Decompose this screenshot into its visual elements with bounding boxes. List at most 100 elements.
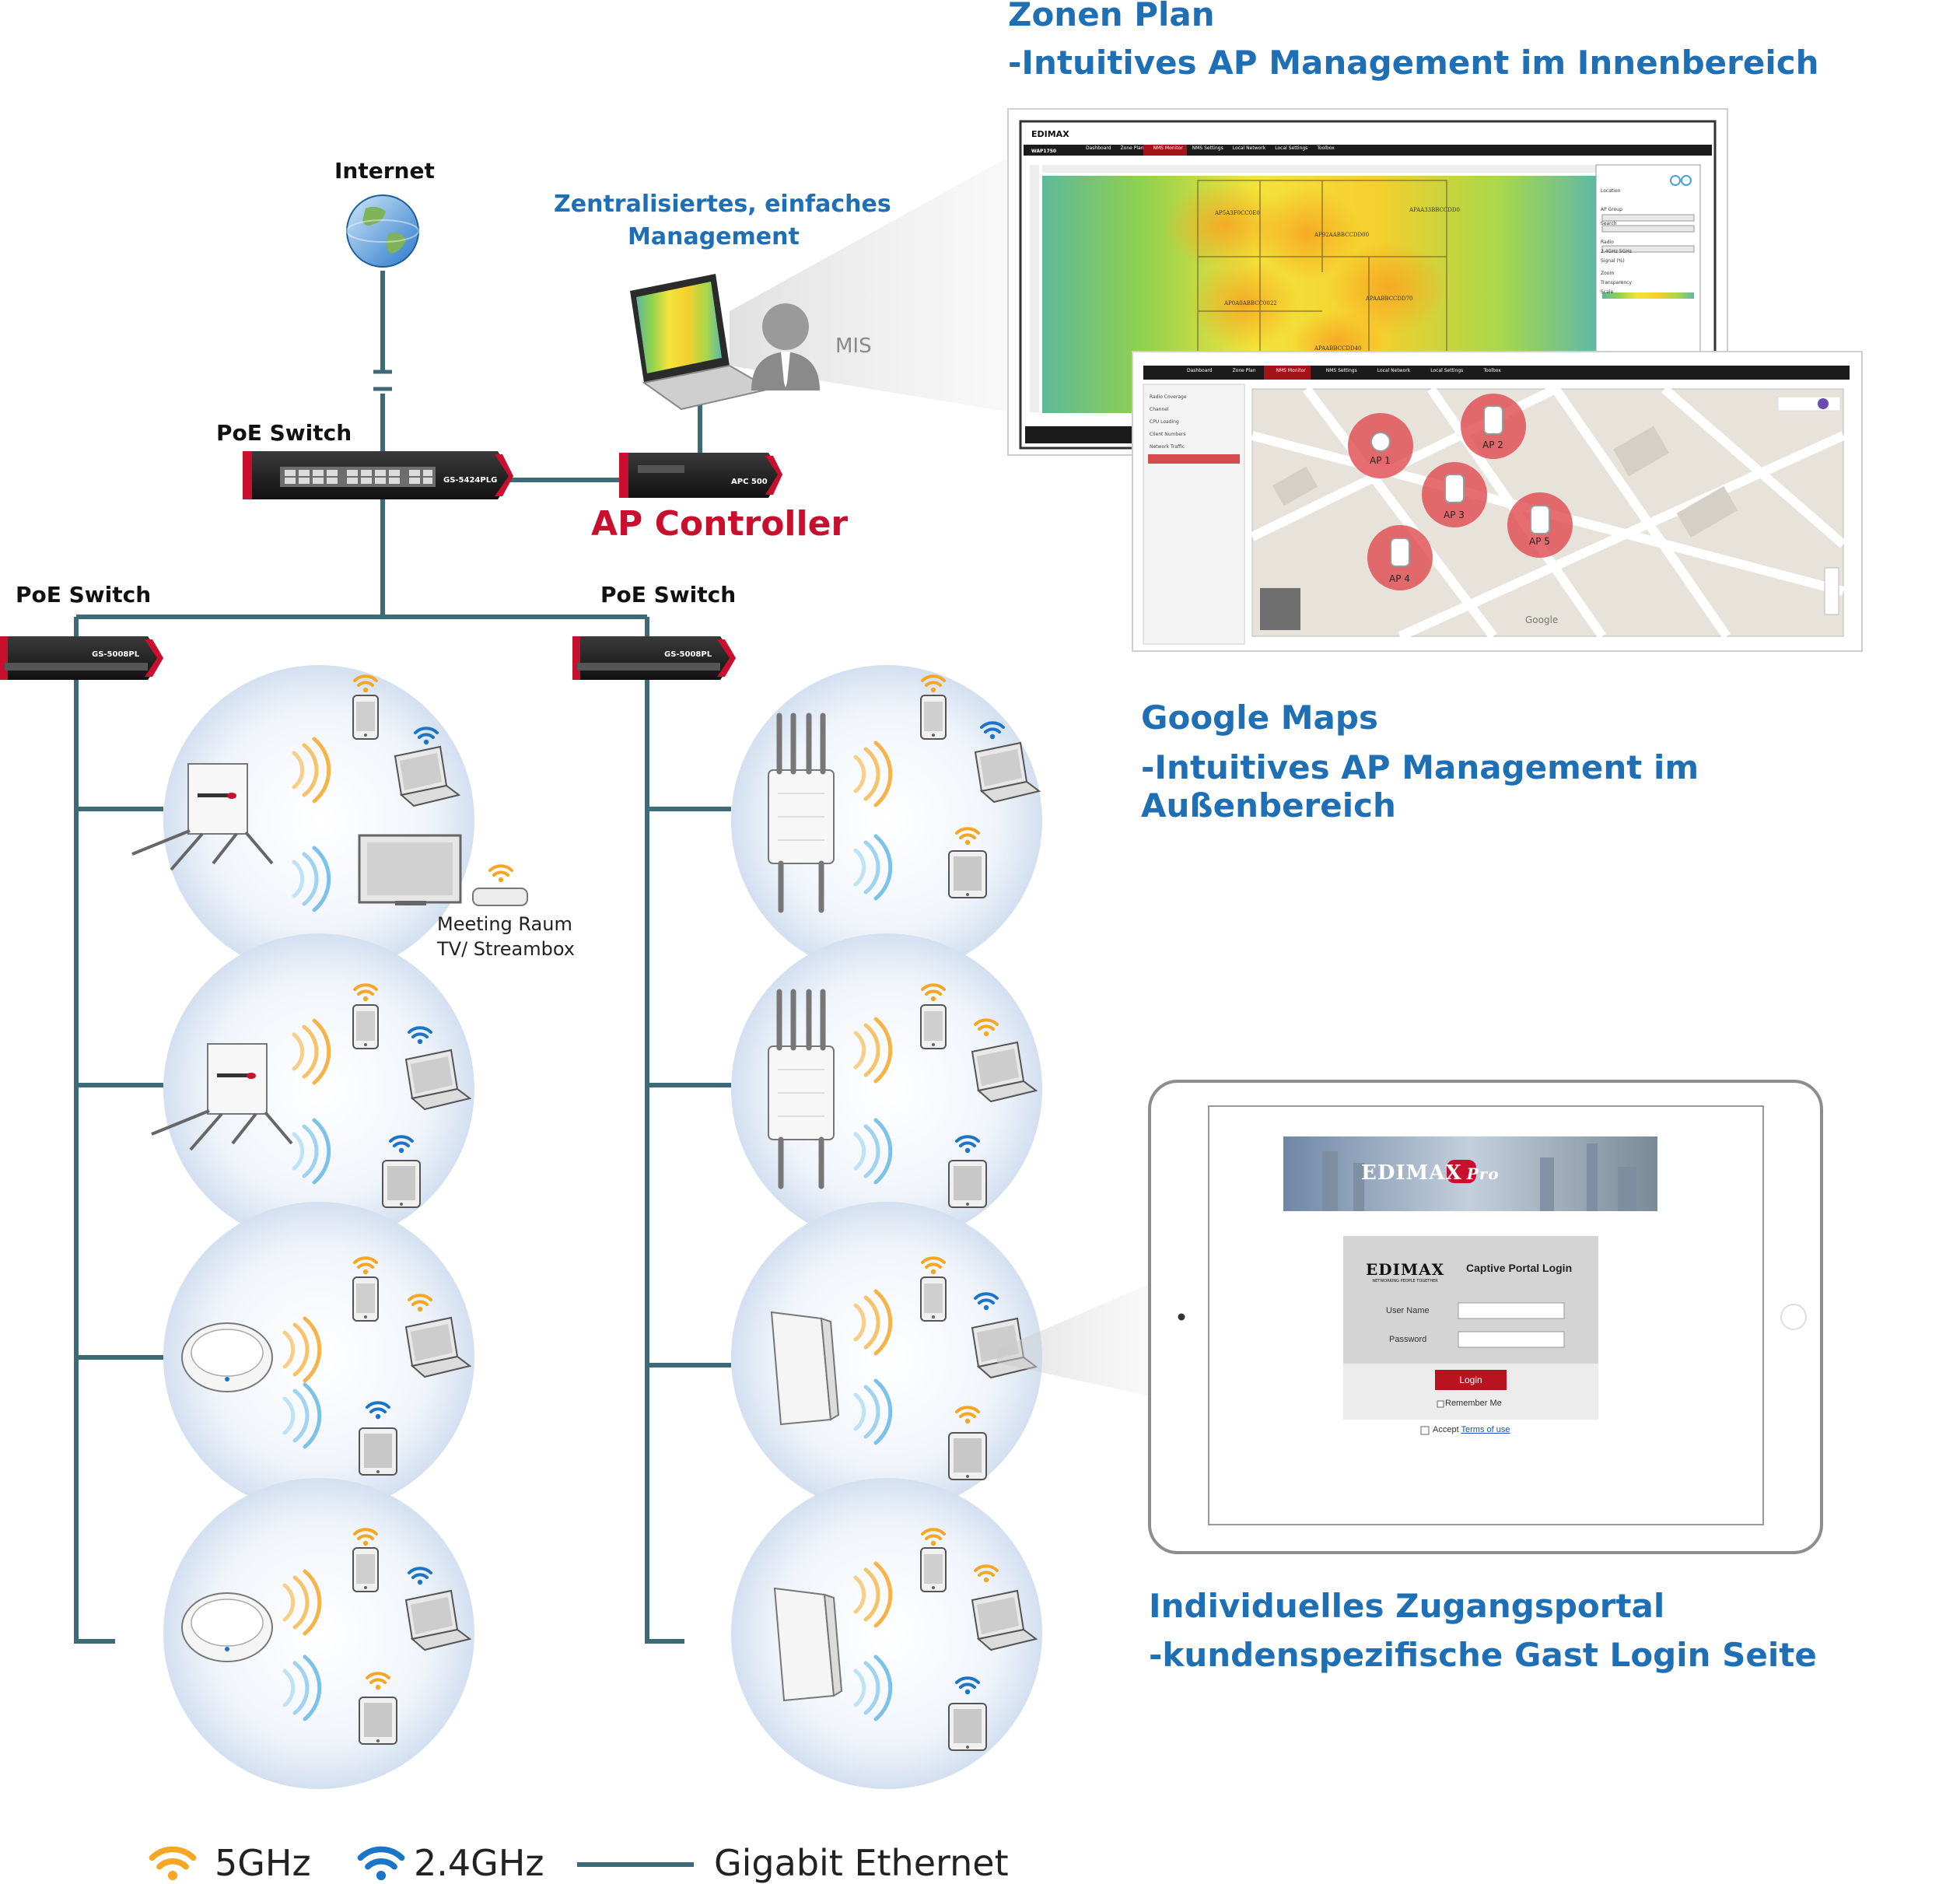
portal-accept-label: Accept	[1433, 1425, 1459, 1434]
zone-side-radio-24[interactable]: 2.4GHz	[1601, 249, 1618, 254]
zone-side-panel: Location AP Group Search Radio 2.4GHz 5G…	[1601, 187, 1697, 297]
map-tab-nms-settings[interactable]: NMS Settings	[1325, 368, 1357, 373]
ap-controller-device: APC 500	[619, 453, 782, 498]
portal-terms-link[interactable]: Terms of use	[1461, 1425, 1510, 1434]
map-menu-client-numbers[interactable]: Client Numbers	[1150, 432, 1186, 437]
poe-switch-right-label: PoE Switch	[600, 582, 737, 608]
zone-ap-label-6: APAABBCCDD40	[1314, 345, 1362, 352]
portal-tablet-device	[1148, 1080, 1823, 1554]
coverage-bubbles	[163, 665, 1042, 1789]
zone-ap-label-5: APAABBCCDD70	[1366, 296, 1413, 302]
portal-remember-checkbox[interactable]	[1437, 1400, 1444, 1408]
portal-banner-brand-text: EDIMAX	[1361, 1161, 1462, 1185]
portal-username-label: User Name	[1386, 1306, 1430, 1315]
portal-password-label: Password	[1389, 1335, 1427, 1344]
ap-controller-label: AP Controller	[591, 504, 849, 544]
poe-switch-main-device: GS-5424PLG	[243, 451, 513, 499]
google-maps-screenshot: Google	[1132, 351, 1863, 652]
streambox-icon	[472, 888, 528, 906]
google-maps-heading: Google Maps	[1141, 699, 1378, 737]
legend-2-4ghz-wifi-icon	[360, 1849, 401, 1880]
map-menu-radio-coverage[interactable]: Radio Coverage	[1150, 394, 1187, 400]
tv-screen-icon	[358, 834, 462, 905]
portal-username-input[interactable]	[1459, 1304, 1563, 1318]
zonen-plan-heading: Zonen Plan	[1008, 0, 1215, 33]
poe-switch-right-device: GS-5008PL	[572, 636, 736, 680]
management-label-line2: Management	[628, 223, 800, 250]
portal-accept-row: Accept Terms of use	[1433, 1425, 1510, 1434]
map-tab-nms-monitor[interactable]: NMS Monitor	[1276, 368, 1306, 373]
map-menu-cpu-loading[interactable]: CPU Loading	[1150, 419, 1179, 425]
map-tab-dashboard[interactable]: Dashboard	[1187, 368, 1213, 373]
zone-tab-local-settings[interactable]: Local Settings	[1275, 145, 1308, 151]
zone-tab-local-network[interactable]: Local Network	[1232, 145, 1266, 151]
switch-main-model-label: GS-5424PLG	[443, 476, 497, 485]
map-menu-network-traffic[interactable]: Network Traffic	[1150, 444, 1185, 450]
portal-login-button[interactable]: Login	[1459, 1374, 1482, 1385]
map-ap5-label: AP 5	[1529, 536, 1550, 547]
zone-side-transparency: Transparency	[1601, 280, 1633, 285]
map-ap3-label: AP 3	[1444, 510, 1465, 520]
zone-tab-nms-monitor[interactable]: NMS Monitor	[1153, 145, 1183, 151]
zone-ap-label-2: AP92AABBCCDD00	[1314, 232, 1370, 238]
portal-accept-checkbox[interactable]	[1420, 1426, 1430, 1435]
access-point-dome-1-icon	[181, 1322, 273, 1392]
portal-logo-tagline: NETWORKING PEOPLE TOGETHER	[1372, 1279, 1438, 1283]
portal-banner-brand-pro: Pro	[1466, 1164, 1500, 1183]
zone-side-signal: Signal (%)	[1601, 258, 1625, 264]
map-tab-toolbox[interactable]: Toolbox	[1483, 368, 1501, 373]
portal-heading: Individuelles Zugangsportal	[1149, 1587, 1665, 1625]
map-ap4-label: AP 4	[1389, 573, 1410, 584]
map-ap2-label: AP 2	[1482, 439, 1503, 450]
portal-remember-label: Remember Me	[1445, 1399, 1502, 1408]
map-ap1-label: AP 1	[1370, 455, 1391, 466]
legend-2-4ghz-label: 2.4GHz	[414, 1842, 544, 1884]
zone-ap-label-1: AP5A3F0CC0E0	[1215, 210, 1260, 216]
portal-view-beam	[997, 1283, 1151, 1396]
internet-label: Internet	[334, 158, 435, 184]
access-point-panel-1-icon	[771, 1311, 839, 1425]
map-tab-local-network[interactable]: Local Network	[1377, 368, 1411, 373]
map-google-label: Google	[1525, 615, 1558, 625]
poe-switch-left-device: GS-5008PL	[0, 636, 163, 680]
portal-password-input[interactable]	[1459, 1332, 1563, 1346]
map-tab-local-settings[interactable]: Local Settings	[1430, 368, 1464, 373]
zone-tab-zone-plan[interactable]: Zone Plan	[1120, 145, 1144, 151]
portal-logo: EDIMAX NETWORKING PEOPLE TOGETHER	[1366, 1260, 1444, 1283]
switch-right-model-label: GS-5008PL	[664, 650, 712, 659]
zone-side-location: Location	[1601, 188, 1621, 194]
portal-login-heading: Captive Portal Login	[1466, 1262, 1573, 1274]
zone-tab-dashboard[interactable]: Dashboard	[1086, 145, 1111, 151]
zone-brand-label: EDIMAX	[1031, 129, 1069, 139]
poe-switch-left-label: PoE Switch	[16, 582, 152, 608]
zone-tab-nms-settings[interactable]: NMS Settings	[1192, 145, 1223, 151]
mis-view-beam	[730, 156, 1011, 412]
zone-side-radio: Radio	[1601, 240, 1614, 245]
portal-subheading: -kundenspezifische Gast Login Seite	[1149, 1636, 1817, 1674]
zone-ap-label-3: APAA33BBCCDD0	[1409, 207, 1460, 213]
zone-side-ap-group: AP Group	[1601, 207, 1622, 212]
switch-left-model-label: GS-5008PL	[92, 650, 140, 659]
access-point-panel-2-icon	[774, 1588, 842, 1701]
gigabit-ethernet-cables	[74, 271, 731, 1644]
map-tab-zone-plan[interactable]: Zone Plan	[1232, 368, 1256, 373]
poe-switch-main-label: PoE Switch	[216, 420, 352, 446]
meeting-room-label-line1: Meeting Raum	[437, 913, 572, 935]
zonen-plan-subheading: -Intuitives AP Management im Innenbereic…	[1008, 44, 1819, 82]
meeting-room-label-line2: TV/ Streambox	[437, 938, 576, 960]
map-menu-channel[interactable]: Channel	[1150, 407, 1169, 412]
bubble-clients	[285, 674, 1040, 1751]
management-laptop-icon	[630, 274, 772, 411]
zone-side-zoom: Zoom	[1601, 271, 1615, 276]
map-ap-markers	[1348, 394, 1573, 590]
mis-user-icon	[751, 303, 820, 390]
map-side-menu: Radio Coverage Channel CPU Loading Clien…	[1150, 391, 1240, 453]
legend-ethernet-label: Gigabit Ethernet	[714, 1842, 1009, 1884]
zone-tab-toolbox[interactable]: Toolbox	[1317, 145, 1335, 151]
zone-side-radio-5[interactable]: 5GHz	[1619, 249, 1632, 254]
zone-model-label: WAP1750	[1031, 149, 1056, 154]
portal-logo-brand: EDIMAX	[1366, 1260, 1445, 1279]
legend-5ghz-label: 5GHz	[215, 1842, 311, 1884]
